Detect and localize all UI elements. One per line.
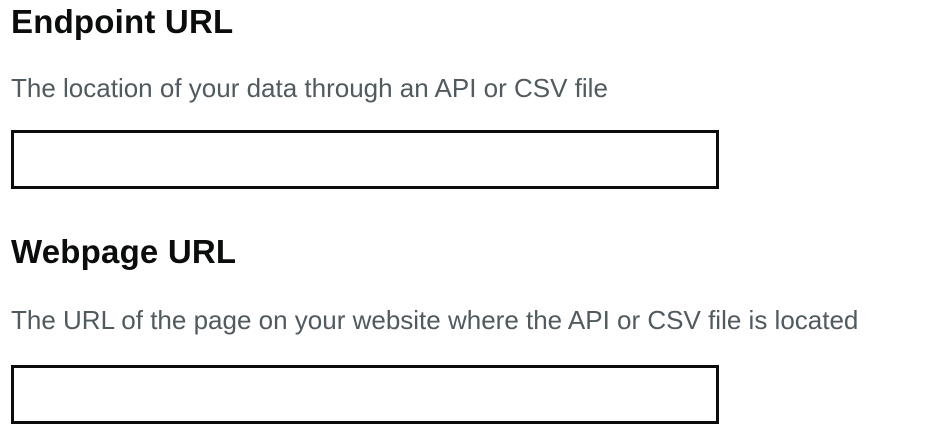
endpoint-url-input[interactable] [11,130,719,189]
webpage-url-input[interactable] [11,365,719,424]
endpoint-url-label: Endpoint URL [11,3,234,40]
endpoint-url-hint: The location of your data through an API… [11,73,608,103]
webpage-url-label: Webpage URL [11,233,237,270]
webpage-url-hint: The URL of the page on your website wher… [11,305,859,335]
